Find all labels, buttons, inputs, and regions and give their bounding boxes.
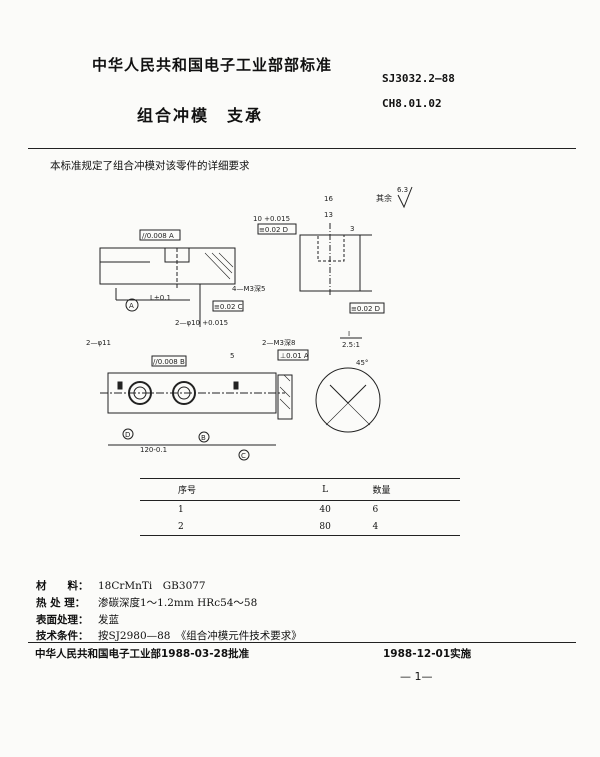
header-quantity: 数量 [354, 478, 460, 501]
chamfer-angle: 45° [356, 359, 368, 367]
overall-length: 120-0.1 [140, 446, 167, 454]
tolerance-frame-5: //0.008 B [153, 358, 185, 366]
tolerance-frame-1: //0.008 A [142, 232, 174, 240]
requirement-key: 材 料： [36, 580, 89, 592]
hole-note: 2—φ11 [86, 339, 111, 347]
detail-mark: I [348, 330, 350, 338]
size-table: 序号 L 数量 1 40 6 2 80 4 [140, 478, 460, 536]
datum-b: B [201, 434, 206, 442]
tolerance-frame-2: ≡0.02 D [259, 226, 288, 234]
tolerance-frame-4: ⊥0.01 A [280, 352, 309, 360]
page-number: — 1— [400, 670, 433, 683]
standard-sub-code: CH8.01.02 [382, 97, 442, 110]
thread-note: 2—M3深8 [262, 338, 295, 347]
table-row: 2 80 4 [140, 518, 460, 536]
datum-d: D [125, 431, 130, 439]
requirement-value: 发蓝 [98, 614, 119, 626]
datum-a: A [129, 302, 134, 310]
standard-code: SJ3032.2—88 [382, 72, 455, 85]
dim-3: 3 [350, 225, 354, 233]
datum-c: C [241, 452, 246, 460]
front-view: //0.008 A A L±0.1 ≡0.02 C 2—φ10 +0.015 4… [99, 229, 265, 327]
dim-13: 13 [324, 211, 333, 219]
requirement-value: 渗碳深度1～1.2mm HRc54～58 [98, 597, 258, 609]
roughness-symbol: 其余 6.3 [376, 186, 413, 209]
plan-view: 120-0.1 2—φ11 2—M3深8 //0.008 B B C D 5 [86, 338, 295, 461]
length-label: L±0.1 [150, 294, 171, 302]
cell-length: 40 [319, 504, 331, 515]
header-index: 序号 [140, 478, 296, 501]
tolerance-frame-6: ≡0.02 D [351, 305, 380, 313]
end-section-view: ⊥0.01 A [277, 349, 309, 420]
requirement-value: 18CrMnTi GB3077 [98, 580, 206, 592]
header-divider [28, 148, 576, 149]
requirement-key: 表面处理： [36, 614, 89, 626]
cell-index: 1 [178, 504, 184, 515]
roughness-value: 6.3 [397, 186, 408, 194]
header-length: L [295, 478, 355, 501]
roughness-note: 其余 [376, 193, 392, 203]
side-view: ≡0.02 D ≡0.02 D 16 13 3 10 +0.015 [253, 195, 385, 314]
cell-index: 2 [140, 518, 296, 536]
cell-quantity: 4 [354, 518, 460, 536]
requirement-key: 技术条件： [36, 630, 89, 642]
dim-5: 5 [230, 352, 234, 360]
approval-line: 中华人民共和国电子工业部1988-03-28批准 [35, 648, 250, 660]
pin-hole-label: 2—φ10 +0.015 [175, 319, 228, 327]
document-title: 组合冲模 支承 [137, 106, 264, 125]
requirement-technical: 技术条件： 按SJ2980—88 《组合冲模元件技术要求》 [36, 628, 302, 643]
footer-divider [28, 642, 576, 643]
requirement-value: 按SJ2980—88 《组合冲模元件技术要求》 [98, 630, 302, 642]
technical-drawing: 其余 6.3 //0.008 A A L±0.1 ≡0.02 C 2—φ10 +… [86, 186, 413, 461]
requirement-key: 热 处 理： [36, 597, 86, 609]
cell-quantity: 6 [372, 504, 379, 515]
tolerance-frame-3: ≡0.02 C [214, 303, 243, 311]
ministry-title: 中华人民共和国电子工业部部标准 [92, 56, 333, 74]
table-header-row: 序号 L 数量 [140, 478, 460, 501]
thread-label-4: 4—M3深5 [232, 284, 265, 293]
requirement-material: 材 料： 18CrMnTi GB3077 [36, 578, 206, 593]
effective-date: 1988-12-01实施 [383, 648, 472, 660]
cell-length: 80 [295, 518, 355, 536]
detail-view: I 2.5:1 45° [315, 330, 381, 433]
dim-16: 16 [324, 195, 333, 203]
dim-10-tol: 10 +0.015 [253, 215, 290, 223]
requirement-surface: 表面处理： 发蓝 [36, 612, 119, 627]
table-row: 1 40 6 [140, 501, 460, 519]
intro-text: 本标准规定了组合冲模对该零件的详细要求 [50, 160, 250, 172]
detail-scale: 2.5:1 [342, 341, 360, 349]
requirement-heat-treatment: 热 处 理： 渗碳深度1～1.2mm HRc54～58 [36, 595, 257, 610]
